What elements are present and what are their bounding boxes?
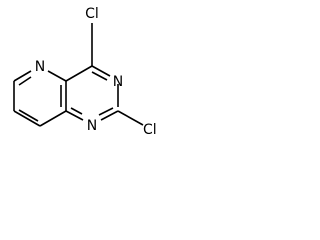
bond-to-right-chlorine [117,110,144,126]
bond [100,110,119,121]
bond [65,110,84,121]
bond [91,65,111,77]
double-bond-line [98,107,114,116]
nitrogen-label-upper: N [113,74,123,90]
bond [13,110,41,127]
nitrogen-label-pyridine: N [35,59,45,75]
bond [13,70,32,82]
pyridine-ring [13,70,67,127]
bond [65,65,93,82]
bond [47,70,67,82]
double-bond-line [18,109,39,122]
double-bond-line [91,71,108,81]
structure-diagram: Cl Cl N N N [13,6,157,138]
chlorine-label-right: Cl [143,122,157,138]
double-bond-line [70,107,83,115]
chlorine-label-top: Cl [85,6,99,22]
nitrogen-label-lower: N [87,118,97,134]
double-bond-line [18,76,32,86]
bond [39,110,67,127]
pyrimidine-ring [65,65,119,121]
